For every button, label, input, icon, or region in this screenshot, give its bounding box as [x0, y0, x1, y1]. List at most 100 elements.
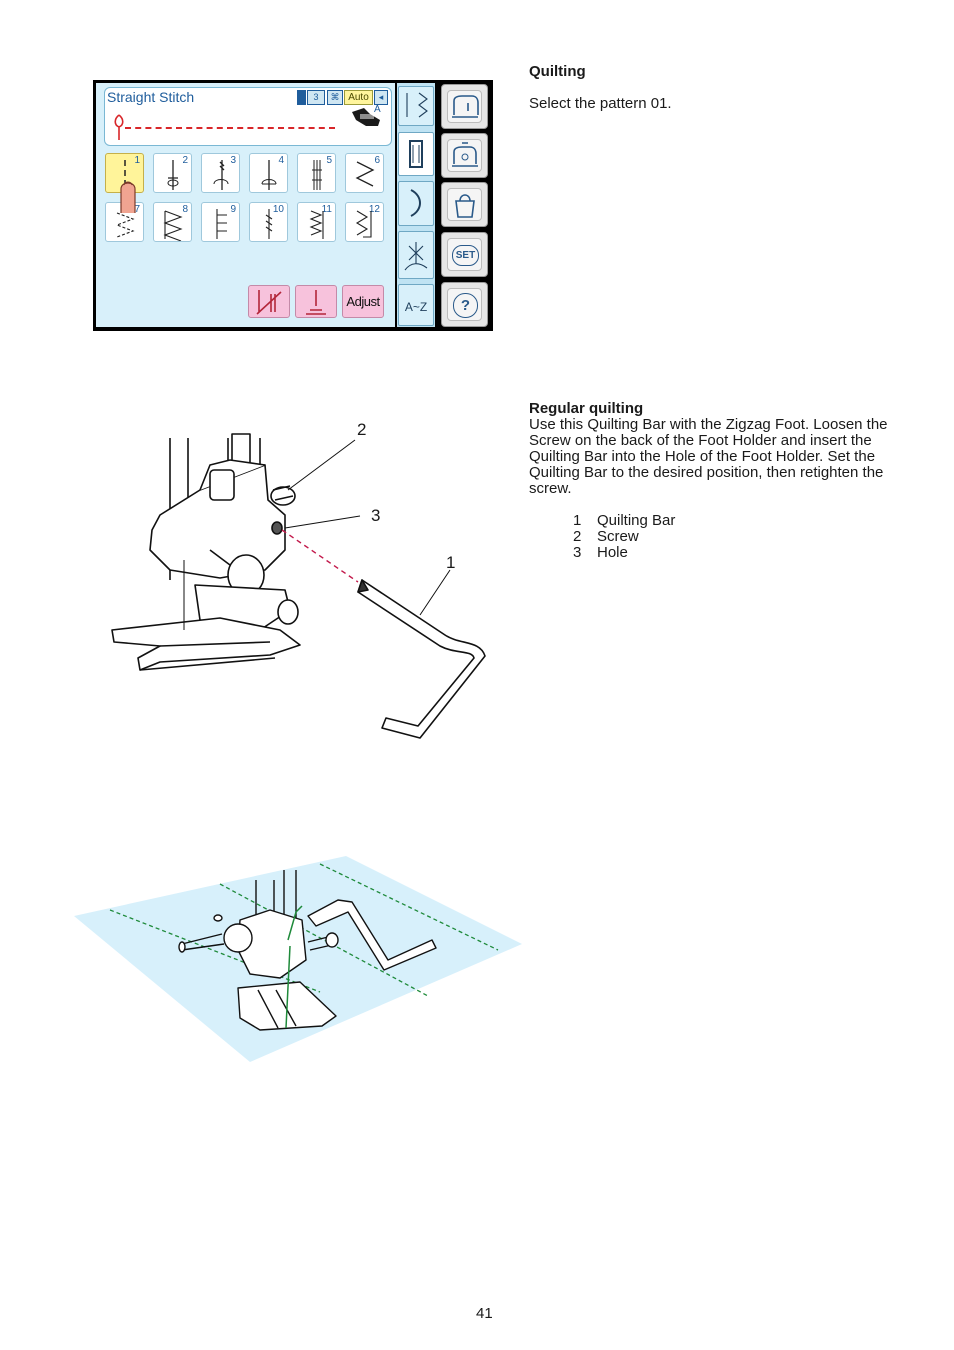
- three-step-zigzag-icon: [115, 212, 135, 238]
- finger-pointer-icon: [120, 181, 136, 213]
- legend-label: Quilting Bar: [597, 512, 676, 529]
- button-face: [447, 90, 482, 123]
- legend-label: Screw: [597, 528, 639, 545]
- embroidery-mode-button[interactable]: [441, 133, 488, 178]
- elastic-blind-stitch-icon: [355, 210, 372, 238]
- pattern-button-6[interactable]: 6: [345, 153, 384, 193]
- pattern-button-12[interactable]: 12: [345, 202, 384, 242]
- adjust-label: Adjust: [346, 294, 380, 309]
- legend-number: 3: [573, 544, 582, 561]
- tension-icon: 3: [307, 90, 325, 105]
- stitch-start-loop-icon: [114, 114, 124, 140]
- set-mode-button[interactable]: SET: [441, 232, 488, 277]
- stitch-title: Straight Stitch: [107, 89, 195, 105]
- pattern-button-2[interactable]: 2: [153, 153, 192, 193]
- zigzag-stitch-icon: [355, 161, 375, 187]
- pattern-number: 7: [134, 204, 140, 215]
- legend-item: 2 Screw: [573, 529, 639, 545]
- callout-hole: 3: [371, 506, 381, 525]
- regular-quilting-body: Use this Quilting Bar with the Zigzag Fo…: [529, 417, 924, 497]
- pattern-number: 4: [278, 155, 284, 166]
- sewing-mode-button[interactable]: [441, 84, 488, 129]
- auto-badge: Auto: [344, 90, 373, 105]
- pattern-number: 10: [272, 204, 284, 215]
- bag-icon: [455, 194, 475, 218]
- quilting-heading: Quilting: [529, 63, 586, 80]
- tab-utility-stitches[interactable]: [398, 86, 434, 126]
- quilt-tab-icon: [404, 242, 428, 271]
- body-line: Use this Quilting Bar with the Zigzag Fo…: [529, 416, 888, 433]
- presser-pressure-icon: ⌘: [327, 90, 343, 105]
- quilting-bar-figure: [111, 433, 486, 739]
- needle-plate-icon: [306, 290, 326, 315]
- personal-memory-button[interactable]: [441, 182, 488, 227]
- pattern-number: 12: [368, 204, 380, 215]
- pattern-button-8[interactable]: 8: [153, 202, 192, 242]
- overcast-stitch-icon: [163, 210, 183, 241]
- regular-quilting-heading: Regular quilting: [529, 400, 644, 417]
- twin-needle-button[interactable]: [248, 285, 290, 318]
- set-label: SET: [452, 245, 479, 266]
- button-face: [447, 188, 482, 221]
- page-number: 41: [476, 1305, 493, 1322]
- embroidery-machine-icon: [452, 142, 478, 167]
- pattern-number: 1: [134, 155, 140, 166]
- adjust-button[interactable]: Adjust: [342, 285, 384, 318]
- knit-stitch-icon: [265, 209, 273, 239]
- pattern-number: 5: [326, 155, 332, 166]
- tab-buttonholes[interactable]: [398, 132, 434, 176]
- tab-alphabet[interactable]: A~Z: [398, 284, 434, 326]
- help-button[interactable]: ?: [441, 282, 488, 327]
- pattern-button-10[interactable]: 10: [249, 202, 288, 242]
- satin-stitch-tab-icon: [410, 189, 421, 217]
- triple-stitch-icon: [312, 160, 322, 190]
- twin-needle-icon: [256, 290, 282, 315]
- body-line: Quilting Bar to the desired position, th…: [529, 464, 884, 481]
- tab-quilt-stitches[interactable]: [398, 231, 434, 279]
- mode-letter: A: [374, 104, 381, 115]
- legend-label: Hole: [597, 544, 628, 561]
- callout-quilting-bar: 1: [446, 553, 456, 572]
- needle-icon: [297, 90, 306, 105]
- foot-a-icon: [352, 108, 380, 126]
- sewing-machine-icon: [452, 95, 479, 118]
- quilting-usage-figure: [74, 856, 522, 1062]
- overlock-stitch-icon: [216, 209, 227, 239]
- legend-item: 1 Quilting Bar: [573, 513, 675, 529]
- buttonhole-tab-icon: [409, 140, 423, 168]
- body-line: Screw on the back of the Foot Holder and…: [529, 432, 872, 449]
- pattern-number: 9: [230, 204, 236, 215]
- tab-decorative[interactable]: [398, 181, 434, 226]
- pattern-number: 3: [230, 155, 236, 166]
- lock-stitch-icon: [213, 160, 229, 190]
- pattern-button-5[interactable]: 5: [297, 153, 336, 193]
- pattern-number: 6: [374, 155, 380, 166]
- pattern-button-7[interactable]: 7: [105, 202, 144, 242]
- pattern-button-4[interactable]: 4: [249, 153, 288, 193]
- legend-number: 1: [573, 512, 582, 529]
- help-label: ?: [453, 293, 478, 318]
- blind-hem-stitch-icon: [309, 210, 324, 239]
- elongation-button[interactable]: [295, 285, 337, 318]
- legend-number: 2: [573, 528, 582, 545]
- pattern-button-3[interactable]: 3: [201, 153, 240, 193]
- legend-item: 3 Hole: [573, 545, 628, 561]
- alphabet-tab-label: A~Z: [404, 300, 428, 314]
- pattern-button-11[interactable]: 11: [297, 202, 336, 242]
- button-face: SET: [447, 238, 482, 271]
- stitch-preview-line: [125, 127, 335, 129]
- straight-stitch-center-icon: [167, 160, 179, 190]
- speaker-icon: ◂: [374, 90, 388, 105]
- body-line: screw.: [529, 480, 572, 497]
- callout-screw: 2: [357, 420, 367, 439]
- quilting-intro: Select the pattern 01.: [529, 95, 672, 112]
- pattern-number: 11: [321, 204, 332, 215]
- pattern-number: 2: [182, 155, 188, 166]
- pattern-button-9[interactable]: 9: [201, 202, 240, 242]
- reinforced-stitch-icon: [261, 160, 277, 190]
- pattern-number: 8: [182, 204, 188, 215]
- button-face: [447, 139, 482, 172]
- body-line: Quilting Bar into the Hole of the Foot H…: [529, 448, 876, 465]
- zigzag-tab-icon: [406, 92, 428, 118]
- button-face: ?: [447, 288, 482, 321]
